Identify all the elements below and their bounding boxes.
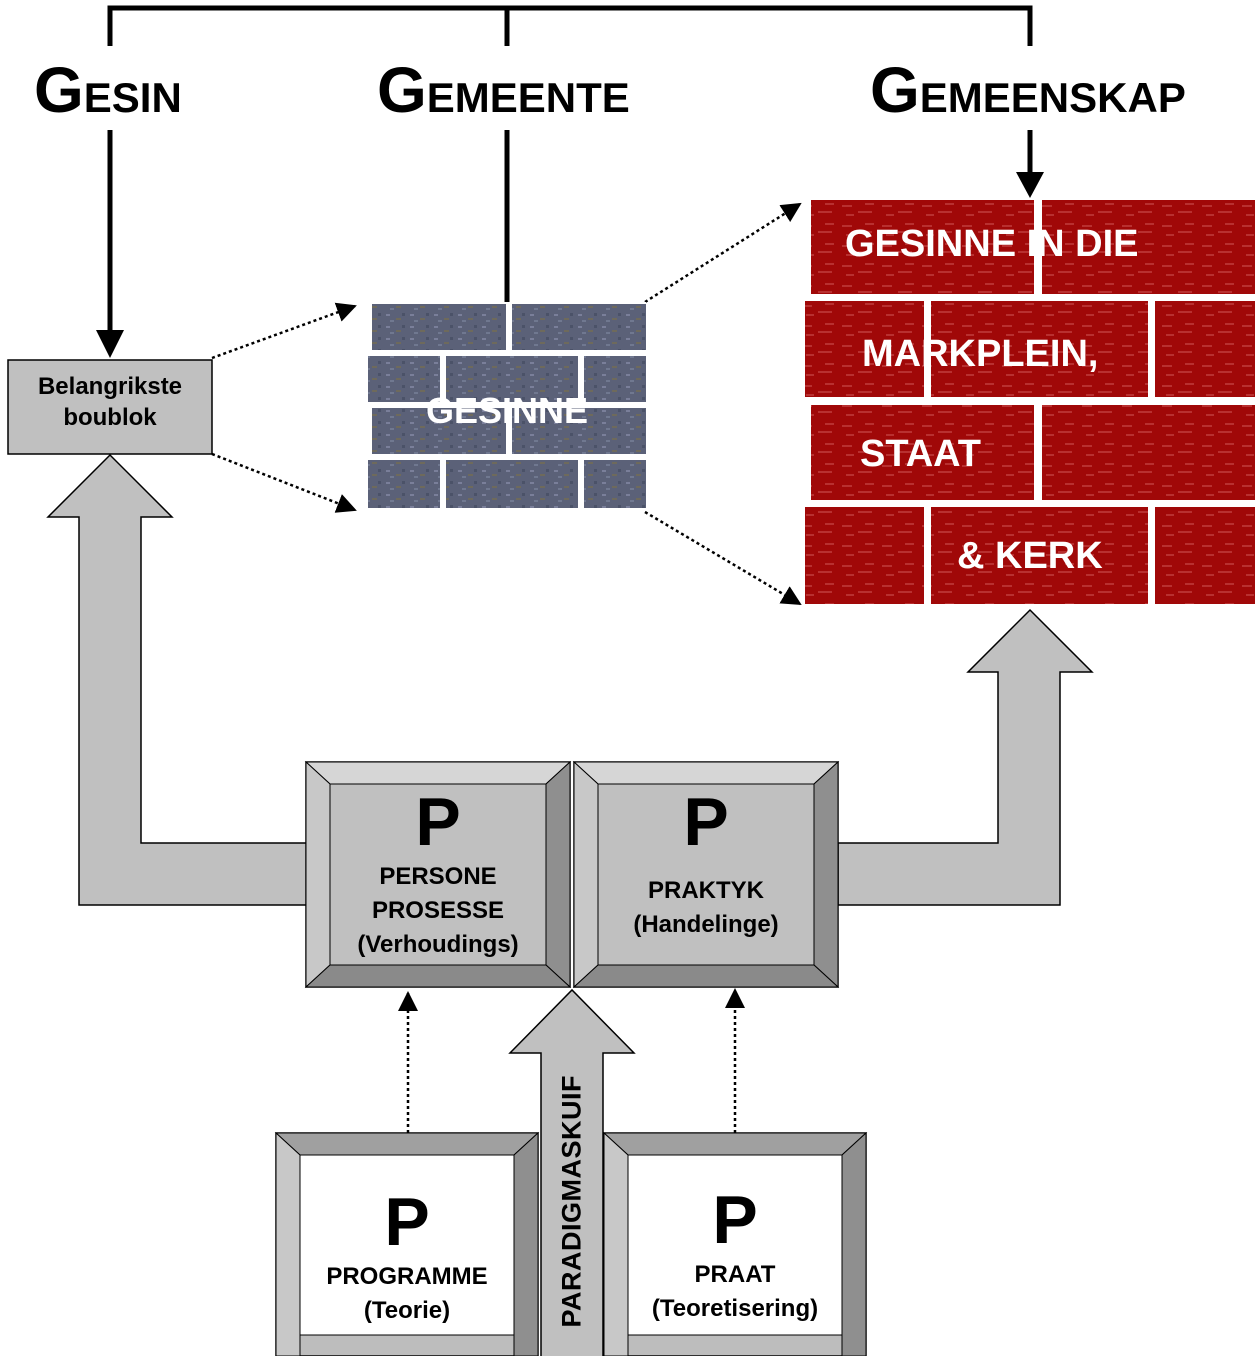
arrow-gesin-to-boublok (96, 130, 124, 358)
paradigm-arrow (508, 988, 636, 1356)
pillar-praktyk-line1: PRAKTYK (647, 877, 764, 904)
pillar-praktyk-line2: (Handelinge) (633, 911, 779, 938)
small-wall-label: GESINNE (425, 390, 589, 431)
big-arrow-right (837, 608, 1094, 906)
big-wall-line4: & KERK (957, 535, 1103, 577)
pillar-praktyk-text: P PRAKTYK (Handelinge) (598, 784, 814, 942)
boublok-box (7, 359, 213, 455)
pillar-praktyk-letter: P (683, 784, 729, 860)
arrow-gemeenskap-to-wall (1016, 130, 1044, 198)
heading-gemeenskap: GEMEENSKAP (870, 54, 1186, 126)
big-arrow-left (46, 453, 309, 906)
pillar-praat-line1: PRAAT (694, 1261, 776, 1288)
heading-gemeente: GEMEENTE (377, 54, 630, 126)
pillar-programme-line2: (Teorie) (363, 1297, 451, 1324)
pillar-persone-letter: P (415, 784, 461, 860)
heading-gesin: GESIN (34, 54, 182, 126)
pillar-persone-text: P PERSONE PROSESSE (Verhoudings) (330, 784, 546, 962)
pillar-persone-bevel (304, 760, 572, 989)
boublok-line2: boublok (63, 403, 157, 431)
big-wall-line1: GESINNE IN DIE (845, 223, 1139, 265)
pillar-praktyk-bevel (572, 760, 840, 989)
big-wall-line2: MARKPLEIN, (862, 333, 1099, 375)
boublok-label: Belangrikste boublok (8, 372, 212, 433)
pillar-praat-letter: P (712, 1182, 758, 1258)
pillar-programme-bevel (274, 1131, 540, 1356)
pillar-programme-line1: PROGRAMME (326, 1263, 488, 1290)
pillar-praat-bevel (602, 1131, 868, 1356)
dotted-arrows (211, 202, 802, 1133)
big-wall-line3: STAAT (860, 433, 982, 475)
pillar-persone-line2: PROSESSE (371, 897, 505, 924)
pillar-programme-letter: P (384, 1184, 430, 1260)
small-brick-wall (368, 302, 646, 508)
pillar-programme-text: P PROGRAMME (Teorie) (300, 1184, 514, 1328)
big-brick-wall (805, 198, 1255, 604)
pillar-praat-line2: (Teoretisering) (651, 1295, 819, 1322)
top-bracket (107, 5, 1033, 46)
paradigm-label: PARADIGMASKUIF (556, 1075, 587, 1328)
pillar-praat-text: P PRAAT (Teoretisering) (628, 1182, 842, 1326)
pillar-persone-line1: PERSONE (379, 863, 497, 890)
boublok-line1: Belangrikste (37, 373, 183, 400)
pillar-persone-line3: (Verhoudings) (357, 931, 519, 958)
